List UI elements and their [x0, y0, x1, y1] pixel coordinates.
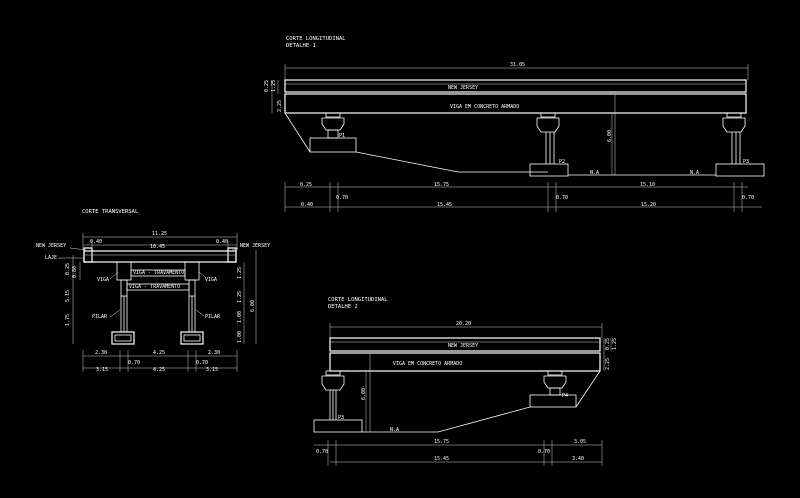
long1-concrete-beam [284, 93, 747, 114]
long2-height-dim-2: 2.25 [605, 358, 611, 370]
long1-dim-r1-3: 0.70 [556, 195, 568, 201]
long1-deck-label: NEW JERSEY [448, 85, 478, 91]
long1-dim-r1-5: 0.70 [742, 195, 754, 201]
long1-pier-label-p3: P3 [743, 159, 749, 165]
long1-title: CORTE LONGITUDINAL [286, 36, 346, 42]
long2-height-dim-1: 1.25 [612, 338, 618, 350]
view-longitudinal-detail-1: CORTE LONGITUDINAL DETALHE 1 31.05 NEW J… [264, 36, 765, 212]
long1-height-dim-1: 0.25 [264, 80, 270, 92]
long2-pier-label-p3: P3 [338, 415, 344, 421]
long2-pier-height: 6.00 [361, 388, 367, 400]
long1-pier-p1: P1 [309, 117, 357, 153]
long1-dim-r1-1: 0.70 [336, 195, 348, 201]
trans-right-dim-2: 1.00 [237, 311, 243, 323]
trans-title: CORTE TRANSVERSAL [82, 209, 139, 215]
long2-height-dim-0: 0.25 [605, 338, 611, 350]
long2-na: N.A [390, 427, 399, 433]
trans-right-dim-3: 1.00 [237, 331, 243, 343]
trans-right-edge: 0.40 [216, 239, 228, 245]
long2-total-dim: 20.20 [456, 321, 471, 327]
long2-pier-label-p4: P4 [562, 393, 568, 399]
long1-na-1: N.A [590, 170, 599, 176]
long1-height-dim-3: 2.25 [277, 100, 283, 112]
long1-dim-r1-2: 15.75 [434, 182, 449, 188]
long1-dim-r1-0: 0.25 [300, 182, 312, 188]
long2-dim-r2-1: 3.40 [572, 456, 584, 462]
long1-pier-label-p1: P1 [339, 133, 345, 139]
long1-pier-label-p2: P2 [559, 159, 565, 165]
trans-right-total: 6.00 [250, 300, 256, 312]
long1-dim-r2-2: 15.20 [641, 202, 656, 208]
trans-total: 11.25 [152, 231, 167, 237]
long2-pier-p4: P4 [529, 375, 577, 408]
trans-beam-left [116, 261, 132, 297]
trans-bottom-r2-0: 3.15 [96, 367, 108, 373]
trans-brace-top-label: VIGA - TRAVAMENTO [133, 270, 184, 276]
long2-subtitle: DETALHE 2 [328, 304, 358, 310]
trans-pilar-left-label: PILAR [92, 314, 108, 320]
long1-dim-r2-0: 0.40 [301, 202, 313, 208]
long1-na-2: N.A [690, 170, 699, 176]
trans-left-dim-3: 1.75 [65, 314, 71, 326]
trans-right-dim-1: 1.25 [237, 291, 243, 303]
long2-beam-label: VIGA EM CONCRETO ARMADO [393, 361, 462, 367]
long1-beam-label: VIGA EM CONCRETO ARMADO [450, 104, 519, 110]
trans-viga-right: VIGA [205, 277, 217, 283]
trans-bottom-r1-0: 2.30 [95, 350, 107, 356]
trans-pilar-left [111, 296, 135, 345]
long2-title: CORTE LONGITUDINAL [328, 297, 388, 303]
trans-left-dim-0: 0.25 [65, 263, 71, 275]
long2-dim-r1-3: 3.05 [574, 439, 586, 445]
long2-new-jersey-deck [329, 337, 601, 352]
trans-left-edge: 0.40 [90, 239, 102, 245]
trans-pilar-right-label: PILAR [205, 314, 221, 320]
trans-bottom-r1-1: 0.70 [128, 360, 140, 366]
trans-right-dim-0: 1.25 [237, 267, 243, 279]
trans-left-dim-2: 5.15 [65, 290, 71, 302]
view-transversal: CORTE TRANSVERSAL 11.25 0.40 10.45 0.40 … [36, 209, 270, 373]
long2-dim-r1-2: 0.70 [538, 449, 550, 455]
long2-dim-r2-0: 15.45 [434, 456, 449, 462]
trans-pilar-right [180, 296, 204, 345]
trans-bottom-r2-2: 3.15 [206, 367, 218, 373]
trans-left-dim-1: 0.80 [72, 266, 78, 278]
trans-bottom-r1-4: 2.30 [208, 350, 220, 356]
trans-laje: LAJE [45, 255, 57, 261]
trans-slab [83, 250, 237, 263]
trans-brace-top [130, 269, 186, 277]
long1-subtitle: DETALHE 1 [286, 43, 316, 49]
trans-nj-right: NEW JERSEY [240, 243, 270, 249]
trans-deck: 10.45 [150, 244, 165, 250]
long1-dim-r2-1: 15.45 [437, 202, 452, 208]
trans-brace-bottom-label: VIGA - TRAVAMENTO [129, 284, 180, 290]
trans-viga-left: VIGA [97, 277, 109, 283]
long2-dim-r1-0: 0.70 [316, 449, 328, 455]
trans-beam-right [184, 261, 200, 297]
long2-deck-label: NEW JERSEY [448, 343, 478, 349]
long1-dim-r1-4: 15.10 [640, 182, 655, 188]
long1-total-dim: 31.05 [510, 62, 525, 68]
long1-pier-p2: P2 [529, 117, 569, 177]
long1-pier-height: 6.00 [607, 130, 613, 142]
trans-bottom-r1-2: 4.25 [153, 350, 165, 356]
long2-dim-r1-1: 15.75 [434, 439, 449, 445]
trans-brace-bottom [126, 283, 190, 291]
trans-bottom-r2-1: 4.25 [153, 367, 165, 373]
long1-pier-p3: P3 [715, 117, 765, 177]
long1-height-dim-2: 1.25 [271, 80, 277, 92]
trans-nj-left: NEW JERSEY [36, 243, 66, 249]
trans-bottom-r1-3: 0.70 [196, 360, 208, 366]
view-longitudinal-detail-2: CORTE LONGITUDINAL DETALHE 2 20.20 NEW J… [313, 297, 618, 466]
long2-pier-p3: P3 [313, 375, 363, 433]
long2-concrete-beam [329, 352, 601, 372]
long1-new-jersey-deck [284, 79, 747, 93]
